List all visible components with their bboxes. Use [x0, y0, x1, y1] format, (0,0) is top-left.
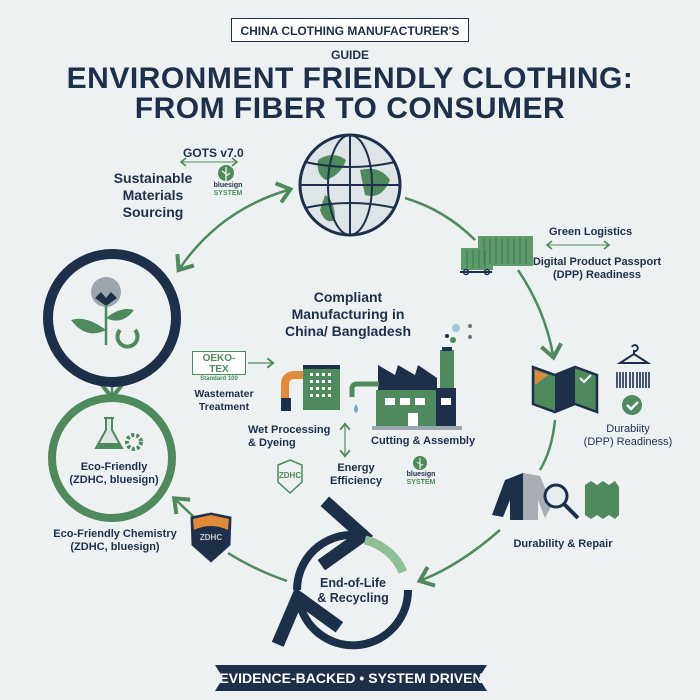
arrow-repair-to-recycling [416, 529, 501, 588]
energy-line1: Energy [337, 462, 375, 474]
dpp-line2: (DPP) Readiness [552, 269, 642, 282]
chemistry-flask-icon [48, 394, 176, 522]
page-title-line1: ENVIRONMENT FRIENDLY CLOTHING: [66, 62, 634, 95]
shipping-containers-icon [460, 236, 533, 276]
cotton-plant-icon [43, 249, 181, 387]
arrow-globe-to-sourcing [175, 181, 294, 273]
checkmark-icon [622, 395, 642, 415]
durability-dpp-line2: (DPP) Readiness) [583, 436, 673, 449]
cutting-assembly-label: Cutting & Assembly [371, 435, 476, 447]
manufacturing-line1: Compliant [313, 289, 383, 305]
gots-label: GOTS v7.0 [183, 146, 244, 160]
sourcing-line3: Sourcing [122, 203, 184, 220]
recycling-label: End-of-Life& Recycling [317, 576, 389, 606]
shirt-repair-icon [492, 473, 619, 520]
page-title-line2: FROM FIBER TO CONSUMER [134, 92, 566, 125]
oeko-line2: Standard 100 [200, 376, 238, 382]
recycling-arrows-icon [271, 496, 413, 650]
wastewater-line2: Treatment [198, 400, 250, 413]
wet-processing-label: Wet Processing& Dyeing [248, 424, 330, 450]
chemistry-inner-line2: (ZDHC, bluesign) [69, 474, 159, 487]
zdhc-shield-label: ZDHC [278, 471, 302, 480]
bluesign-line1: bluesign [213, 182, 243, 189]
chemistry-inner-line1: Eco-Friendly [80, 461, 148, 473]
bluesign-factory-line2: SYSTEM [406, 479, 436, 487]
green-logistics-label: Green Logistics [549, 226, 633, 238]
oeko-line1: OEKO-TEX [202, 353, 236, 375]
bluesign-leaf-icon [218, 165, 234, 181]
energy-line2: Efficiency [330, 475, 382, 488]
recycling-line1: End-of-Life [320, 576, 386, 590]
zdhc-badge-label: ZDHC [199, 533, 223, 542]
dpp-line1: Digital Product Passport [532, 256, 662, 268]
arrow-globe-to-logistics [404, 196, 476, 241]
manufacturing-line3: China/ Bangladesh [284, 322, 412, 339]
manufacturing-line2: Manufacturing in [291, 305, 405, 322]
zdhc-shield-icon [277, 459, 303, 495]
durability-dpp-line1: Durabiity [606, 423, 650, 435]
sourcing-line1: Sustainable [113, 170, 193, 186]
hanger-barcode-icon [616, 344, 652, 388]
zdhc-badge-icon [190, 512, 232, 563]
sourcing-line2: Materials [122, 186, 184, 203]
bluesign-factory-line1: bluesign [406, 471, 436, 478]
header-tag: CHINA CLOTHING MANUFACTURER'S GUIDE [231, 18, 469, 62]
globe-icon [298, 133, 402, 237]
bluesign-leaf-icon-factory [413, 456, 427, 470]
chemistry-inner-label: Eco-Friendly(ZDHC, bluesign) [69, 461, 158, 487]
wastewater-line1: Wastemater [194, 388, 254, 400]
arrow-logistics-to-dpp [516, 269, 563, 361]
bluesign-line2: SYSTEM [213, 190, 243, 198]
chemistry-outer-line2: (ZDHC, bluesign) [70, 541, 160, 554]
durability-dpp-label: Durabiity(DPP) Readiness) [584, 423, 673, 449]
dpp-label: Digital Product Passport(DPP) Readiness [533, 256, 661, 282]
arrow-recycling-to-chemistry [227, 551, 288, 583]
recycling-line2: & Recycling [317, 591, 389, 605]
chemistry-outer-label: Eco-Friendly Chemistry(ZDHC, bluesign) [53, 528, 176, 554]
factory-icon [349, 324, 472, 430]
chemistry-outer-line1: Eco-Friendly Chemistry [53, 528, 177, 540]
wet-processing-building-icon [281, 365, 340, 411]
footer-banner: EVIDENCE-BACKED • SYSTEM DRIVEN [215, 665, 487, 691]
line-dpp-to-repair [538, 419, 557, 471]
durability-repair-label: Durability & Repair [513, 538, 613, 550]
folded-map-icon [531, 365, 599, 414]
wet-line1: Wet Processing [248, 424, 331, 436]
wet-line2: & Dyeing [248, 437, 296, 450]
